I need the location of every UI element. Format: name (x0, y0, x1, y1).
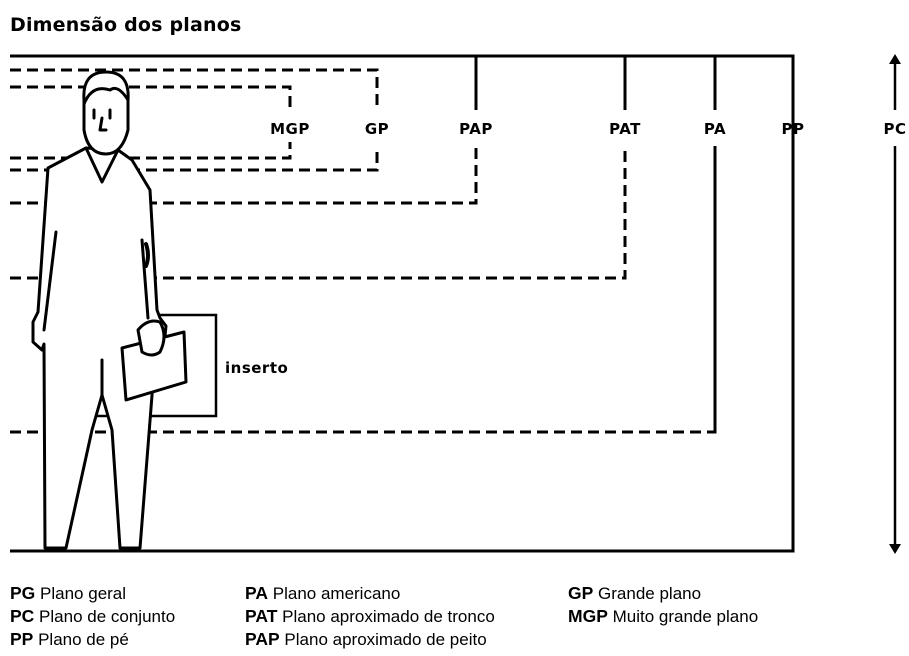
legend-text: Plano americano (273, 584, 401, 603)
legend-column-3: GP Grande plano MGP Muito grande plano (568, 582, 758, 628)
label-gp: GP (365, 120, 389, 138)
legend-abbr: PA (245, 583, 268, 603)
legend-abbr: PP (10, 629, 33, 649)
legend-text: Muito grande plano (613, 607, 759, 626)
legend-text: Plano aproximado de peito (284, 630, 486, 649)
legend-text: Plano de pé (38, 630, 129, 649)
legend-abbr: PG (10, 583, 35, 603)
legend-text: Plano geral (40, 584, 126, 603)
legend-text: Plano de conjunto (39, 607, 175, 626)
legend-column-2: PA Plano americano PAT Plano aproximado … (245, 582, 495, 651)
label-pp: PP (782, 120, 805, 138)
label-pc: PC (883, 120, 906, 138)
legend-item: PP Plano de pé (10, 628, 175, 651)
legend-abbr: PAT (245, 606, 277, 626)
legend-item: PAT Plano aproximado de tronco (245, 605, 495, 628)
legend-abbr: GP (568, 583, 593, 603)
legend-item: PAP Plano aproximado de peito (245, 628, 495, 651)
mgp-frame-bottom (10, 142, 290, 158)
legend-item: PA Plano americano (245, 582, 495, 605)
label-pat: PAT (609, 120, 641, 138)
legend-item: GP Grande plano (568, 582, 758, 605)
legend-item: MGP Muito grande plano (568, 605, 758, 628)
label-pap: PAP (459, 120, 493, 138)
label-pa: PA (704, 120, 726, 138)
mgp-frame (10, 87, 290, 110)
legend-item: PC Plano de conjunto (10, 605, 175, 628)
legend-column-1: PG Plano geral PC Plano de conjunto PP P… (10, 582, 175, 651)
shot-size-diagram: MGP GP PAP PAT PA PP PC inserto (0, 0, 909, 580)
person-head (84, 72, 128, 154)
legend-item: PG Plano geral (10, 582, 175, 605)
insert-label: inserto (225, 359, 288, 377)
legend-abbr: MGP (568, 606, 608, 626)
legend-text: Plano aproximado de tronco (282, 607, 495, 626)
label-mgp: MGP (270, 120, 310, 138)
legend-abbr: PAP (245, 629, 280, 649)
gp-frame (10, 70, 377, 110)
person-figure (33, 72, 186, 548)
legend-abbr: PC (10, 606, 34, 626)
legend-text: Grande plano (598, 584, 701, 603)
